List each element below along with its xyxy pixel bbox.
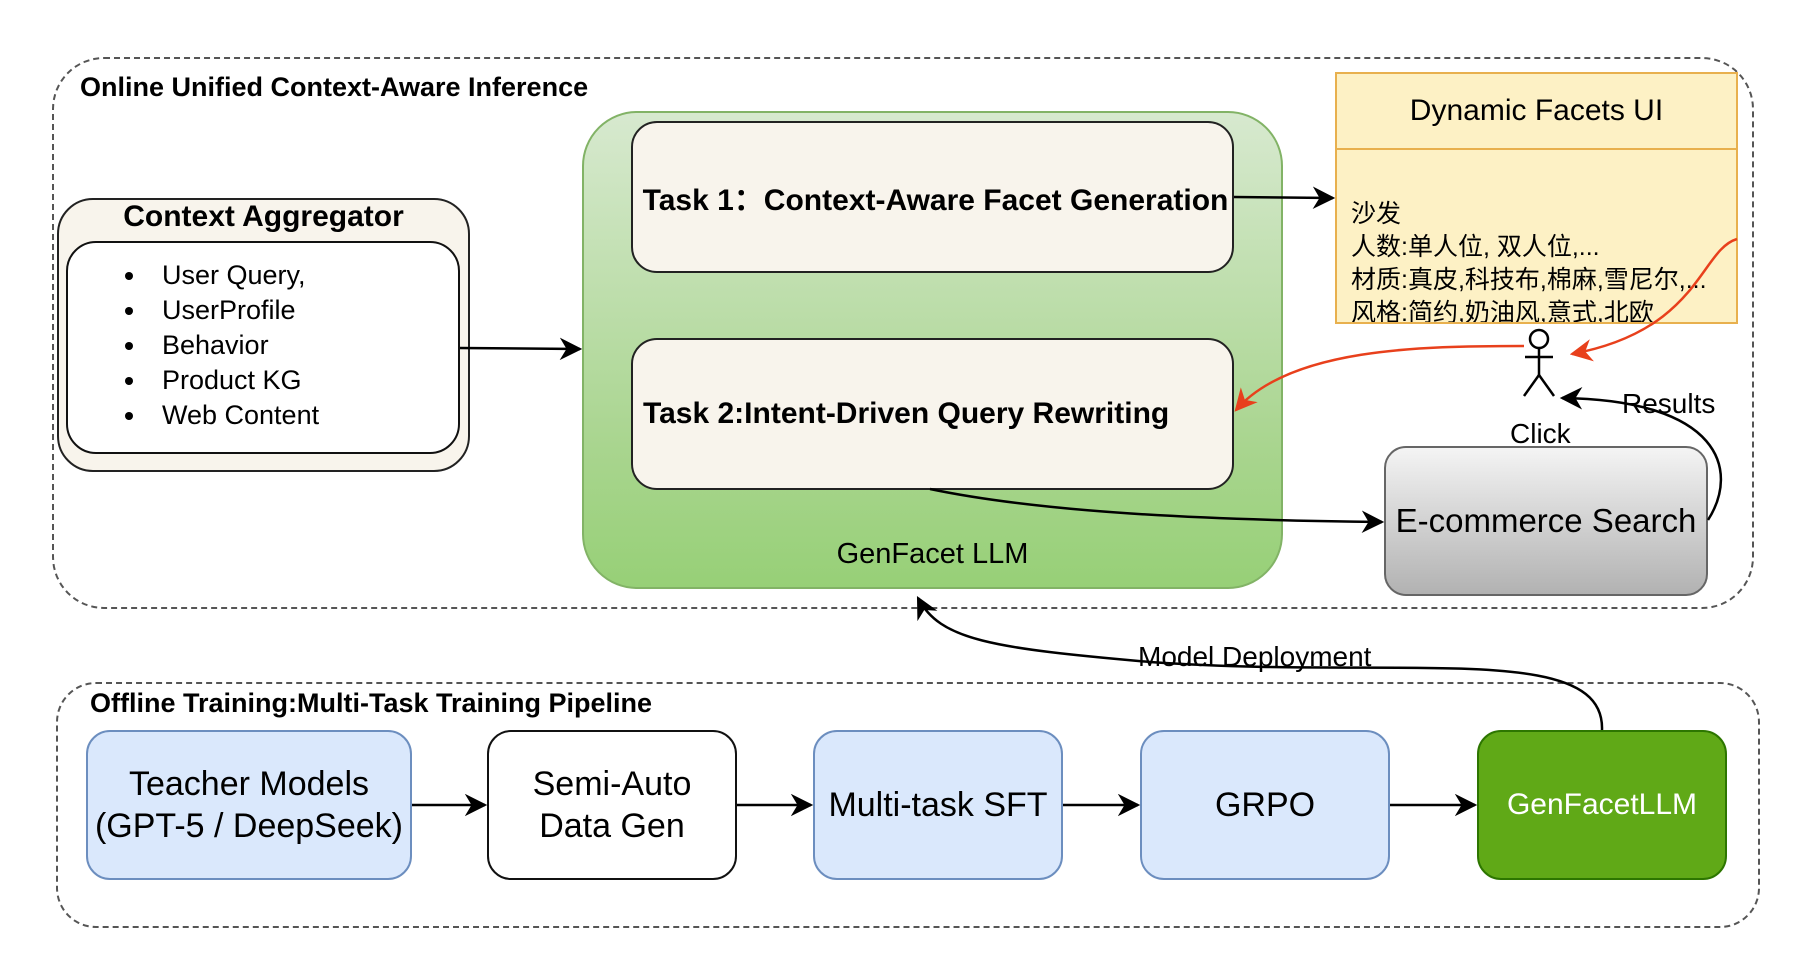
- context-sources-box: [66, 241, 460, 454]
- context-source-item: UserProfile: [148, 293, 319, 328]
- genfacet-llm-label: GenFacet LLM: [836, 538, 1029, 570]
- offline-training-title: Offline Training:Multi-Task Training Pip…: [90, 688, 653, 718]
- task1-facet-generation: Task 1：Context-Aware Facet Generation: [631, 121, 1234, 273]
- grpo-box: GRPO: [1140, 730, 1390, 880]
- semi-auto-data-gen-box: Semi-Auto Data Gen: [487, 730, 737, 880]
- task2-to-search-arrow: [929, 487, 1385, 534]
- facets-to-user-arrow: [1569, 237, 1738, 362]
- context-source-item: User Query,: [148, 258, 319, 293]
- facet-line: 材质:真皮,科技布,棉麻,雪尼尔,...: [1351, 266, 1707, 294]
- context-source-item: Behavior: [148, 328, 319, 363]
- search-results-to-user-arrow: [1559, 387, 1723, 521]
- online-inference-title: Online Unified Context-Aware Inference: [80, 72, 589, 102]
- teacher-models-box: Teacher Models (GPT-5 / DeepSeek): [86, 730, 412, 880]
- genfacet-llm-output-box: GenFacetLLM: [1477, 730, 1727, 880]
- offline-training-region: [56, 682, 1760, 928]
- online-inference-region: [52, 57, 1754, 609]
- facet-line: 风格:简约,奶油风,意式,北欧: [1351, 299, 1654, 324]
- teacher-models-line: (GPT-5 / DeepSeek): [94, 807, 403, 845]
- context-source-item: Web Content: [148, 398, 319, 433]
- context-sources-list: User Query, UserProfile Behavior Product…: [126, 258, 319, 433]
- task2-label: Task 2:Intent-Driven Query Rewriting: [643, 397, 1170, 430]
- facet-line: 沙发: [1351, 200, 1402, 228]
- dynamic-facets-ui-panel: Dynamic Facets UI 沙发 人数:单人位, 双人位,... 材质:…: [1335, 72, 1738, 324]
- semi-auto-line: Semi-Auto: [532, 765, 692, 803]
- teacher-models-line: Teacher Models: [128, 765, 369, 803]
- user-to-task2-arrow: [1234, 344, 1525, 412]
- facet-lines: 沙发 人数:单人位, 双人位,... 材质:真皮,科技布,棉麻,雪尼尔,... …: [1351, 198, 1707, 324]
- user-actor-icon: [1522, 328, 1556, 397]
- results-label: Results: [1622, 388, 1716, 419]
- click-label: Click: [1510, 418, 1571, 449]
- task1-to-facets-arrow: [1233, 186, 1336, 210]
- ecommerce-search-box: E-commerce Search: [1384, 446, 1708, 596]
- dynamic-facets-title: Dynamic Facets UI: [1337, 74, 1736, 150]
- context-aggregator-title: Context Aggregator: [123, 200, 404, 233]
- task2-query-rewriting: Task 2:Intent-Driven Query Rewriting: [631, 338, 1234, 490]
- context-source-item: Product KG: [148, 363, 319, 398]
- semi-auto-line: Data Gen: [539, 807, 685, 845]
- facet-line: 人数:单人位, 双人位,...: [1351, 233, 1600, 261]
- model-deployment-arrow: [916, 596, 1604, 731]
- context-to-llm-arrow: [459, 337, 583, 361]
- multi-task-sft-box: Multi-task SFT: [813, 730, 1063, 880]
